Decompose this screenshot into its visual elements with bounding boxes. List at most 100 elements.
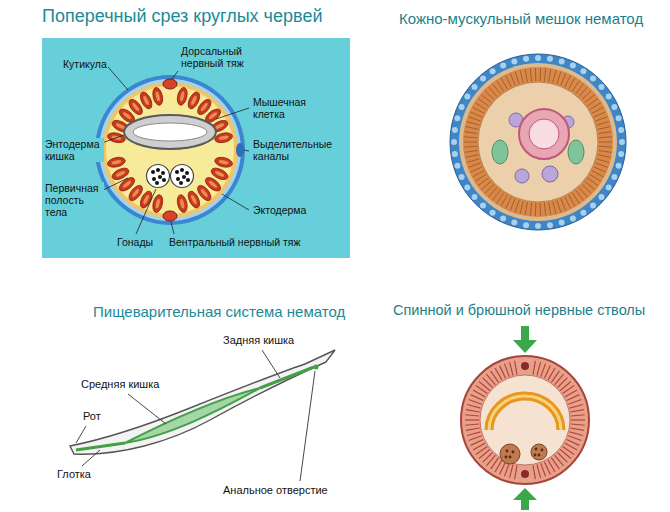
hypodermis-cell — [619, 139, 625, 145]
hypodermis-cell — [547, 222, 553, 228]
muscle-fiber — [598, 155, 611, 158]
muscle-fiber — [510, 73, 515, 85]
muscle-cell-body — [214, 156, 234, 169]
muscle-fiber — [533, 361, 535, 375]
gonad — [147, 165, 170, 188]
gonad-dot — [185, 171, 189, 175]
part-label: Дорсальный нервный тяж — [180, 45, 256, 69]
muscle-fiber — [567, 395, 580, 401]
muscle-fiber — [468, 117, 480, 121]
muscle-fiber — [541, 364, 546, 377]
muscle-fiber — [537, 362, 541, 376]
gonad — [171, 165, 194, 188]
hypodermis-cell — [618, 127, 624, 133]
muscle-cell — [107, 156, 127, 169]
muscle-fiber — [467, 159, 479, 163]
hypodermis-cell — [559, 220, 565, 226]
muscle-fiber — [470, 167, 482, 172]
muscle-cell — [176, 87, 189, 107]
hypodermis — [459, 63, 617, 221]
muscle-fiber — [540, 68, 541, 81]
hypodermis-cell — [611, 174, 617, 180]
part-label: Вентральный нервный тяж — [168, 236, 302, 248]
intestine — [519, 109, 569, 159]
muscle-fiber — [570, 428, 584, 430]
hypodermis-cell — [580, 68, 586, 74]
gonad-dot — [155, 181, 159, 185]
muscle-fiber — [504, 463, 509, 476]
pharynx — [76, 443, 125, 450]
part-label: Гонады — [116, 236, 154, 248]
muscle-fiber — [592, 107, 603, 113]
leader-line — [128, 394, 166, 424]
muscle-fiber — [597, 159, 609, 163]
muscle-fiber — [567, 439, 580, 445]
muscle-cell-core — [122, 180, 132, 189]
gonad-dot — [512, 451, 515, 454]
muscle-fiber — [549, 202, 551, 215]
ectoderm — [102, 82, 238, 218]
leader-line — [216, 108, 249, 119]
hypodermis-cell — [606, 94, 612, 100]
muscle-fiber — [569, 195, 576, 206]
gonad-dot — [158, 175, 162, 179]
anus — [314, 365, 319, 370]
leader-line — [108, 67, 128, 90]
leader-line — [222, 194, 249, 210]
muscle-cell-core — [190, 194, 198, 205]
hypodermis-cell — [616, 163, 622, 169]
muscle-cell-core — [214, 170, 225, 178]
muscle-fiber — [592, 171, 603, 177]
cross-section — [95, 67, 249, 234]
muscle-fiber — [557, 72, 561, 84]
muscle-cell-core — [190, 95, 198, 106]
muscle-fiber — [470, 112, 482, 117]
nerve-trunks-section — [461, 356, 589, 484]
gonad-dot — [152, 177, 156, 181]
gonad-dot — [156, 168, 160, 172]
muscle-fiber — [501, 195, 508, 206]
hypodermis-cell — [598, 194, 604, 200]
hypodermis-cell — [570, 63, 576, 69]
gonad-dot — [161, 171, 165, 175]
muscle-fiber — [568, 436, 581, 441]
muscle-fiber — [465, 419, 479, 420]
hypodermis-cell — [490, 68, 496, 74]
body-cavity — [478, 82, 598, 202]
hypodermis-cell — [590, 202, 596, 208]
lateral-cord — [568, 140, 584, 164]
muscle-cell-body — [107, 156, 127, 169]
muscle-fiber — [466, 410, 480, 412]
hypodermis-cell — [454, 163, 460, 169]
muscle-fiber — [464, 142, 477, 143]
muscle-cell-core — [142, 194, 150, 205]
muscle-fiber — [540, 203, 541, 216]
gonad-dot — [180, 168, 184, 172]
muscle-fiber — [515, 361, 517, 375]
hypodermis-cell — [570, 215, 576, 221]
muscle-fiber — [595, 117, 607, 121]
gonad-dot — [534, 454, 537, 457]
intestine — [489, 396, 561, 430]
muscle-fiber — [598, 150, 611, 152]
hypodermis-cell — [535, 55, 541, 61]
muscle-fiber — [572, 193, 579, 204]
hypodermis-cell — [616, 115, 622, 121]
muscle-fiber — [520, 70, 523, 83]
muscle-fiber — [525, 69, 527, 82]
part-label: Рот — [82, 410, 102, 423]
muscle-cell — [138, 90, 154, 110]
muscle-cell-core — [122, 111, 132, 120]
muscle-fiber — [533, 465, 535, 479]
muscle-fiber — [475, 174, 486, 181]
muscle-cell-core — [131, 102, 140, 112]
muscle-fiber — [553, 70, 556, 83]
muscle-fiber — [541, 463, 546, 476]
dorsal-nerve-trunk — [521, 362, 529, 370]
body-cavity — [106, 86, 234, 214]
muscle-cell — [151, 194, 164, 214]
hypodermis-cell — [464, 184, 470, 190]
hypodermis-cell — [500, 63, 506, 69]
leader-line — [172, 71, 178, 79]
body-wall — [461, 356, 589, 484]
